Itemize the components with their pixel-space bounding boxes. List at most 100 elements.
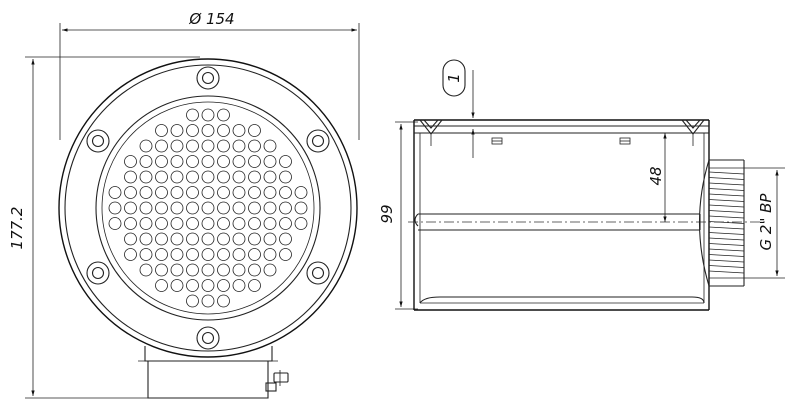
grate-hole [108, 186, 122, 199]
grate-hole [186, 170, 199, 184]
grate-hole [217, 108, 230, 122]
grate-hole [279, 155, 292, 168]
grate-hole [186, 155, 199, 168]
grate-hole [248, 279, 261, 292]
grate-hole [217, 155, 230, 168]
grate-hole [139, 201, 153, 215]
grate-hole [170, 186, 184, 199]
grate-hole [248, 201, 261, 215]
grate-hole [139, 186, 153, 199]
screws [86, 66, 330, 350]
grate-hole [263, 170, 277, 184]
grate-hole [186, 248, 199, 261]
grate-hole [248, 232, 261, 246]
grate-hole [201, 170, 215, 184]
grate-hole [124, 217, 137, 230]
grate-hole [186, 279, 199, 292]
grate-hole [232, 124, 246, 137]
grate-hole [186, 294, 199, 308]
grate-hole [201, 201, 215, 215]
grate-hole [201, 108, 215, 122]
grate-hole [232, 186, 246, 199]
grate-hole [279, 186, 292, 199]
grate-hole [217, 170, 230, 184]
front-view: Ø 154 177.2 [8, 10, 360, 399]
grate-hole [170, 263, 184, 277]
grate-hole [155, 170, 168, 184]
thread-section [698, 159, 745, 287]
grate-hole [248, 248, 261, 261]
grate-hole [155, 186, 168, 199]
grate-hole [201, 248, 215, 261]
grate-hole [201, 263, 215, 277]
depth-label: 48 [647, 166, 665, 185]
grate-hole [263, 139, 277, 153]
grate-hole [186, 108, 199, 122]
grate-hole [217, 124, 230, 137]
height-label: 177.2 [8, 207, 26, 250]
grate-hole [170, 248, 184, 261]
grate-hole [186, 139, 199, 153]
grate-hole [279, 170, 292, 184]
grate-hole [201, 294, 215, 308]
grate-hole [201, 124, 215, 137]
grate-hole [139, 170, 153, 184]
grate-hole [232, 139, 246, 153]
grate-rim [95, 95, 321, 321]
grate-hole [155, 248, 168, 261]
grate-hole [155, 124, 168, 137]
grate-hole [170, 155, 184, 168]
outer-flange [58, 58, 358, 358]
grate-hole [124, 186, 137, 199]
height-dimension: 177.2 [8, 56, 200, 399]
grate-hole [232, 217, 246, 230]
grate-hole [108, 217, 122, 230]
grate-hole [201, 279, 215, 292]
screw-icon [86, 261, 110, 285]
grate-hole [170, 217, 184, 230]
grate-hole [170, 201, 184, 215]
grate-hole [263, 201, 277, 215]
screw-icon [196, 326, 220, 350]
grate-hole [294, 201, 308, 215]
grate-hole [170, 139, 184, 153]
grate-hole [139, 263, 153, 277]
grate-hole [170, 279, 184, 292]
grate-hole [124, 155, 137, 168]
grate-hole [139, 155, 153, 168]
grate-hole [279, 217, 292, 230]
grate-hole [279, 232, 292, 246]
grate-hole [248, 217, 261, 230]
grate-hole [263, 248, 277, 261]
grate-hole [279, 201, 292, 215]
inner-flange-ring [64, 64, 352, 352]
grate-hole [201, 232, 215, 246]
grate-hole [186, 263, 199, 277]
grate-hole [186, 186, 199, 199]
side-view: 99 [378, 59, 785, 311]
grate-hole [248, 124, 261, 137]
grate-hole [217, 263, 230, 277]
grate-hole [248, 155, 261, 168]
grate-inner-rim [101, 101, 315, 315]
grate-hole [170, 124, 184, 137]
grate-hole [217, 139, 230, 153]
grate-hole [232, 279, 246, 292]
grate-hole [186, 217, 199, 230]
screw-icon [86, 129, 110, 153]
grate-hole [108, 201, 122, 215]
grate-hole [217, 186, 230, 199]
top-clamps [419, 119, 705, 146]
grate-hole [232, 170, 246, 184]
grate-hole [139, 139, 153, 153]
side-height-dimension: 99 [378, 121, 418, 310]
side-height-label: 99 [378, 204, 396, 223]
grate-hole [217, 201, 230, 215]
depth-dimension: 48 [647, 133, 667, 222]
grate-hole [248, 186, 261, 199]
grate-hole [217, 279, 230, 292]
grate-hole [201, 217, 215, 230]
grate-hole [139, 248, 153, 261]
thread-label: G 2" ВР [757, 193, 775, 251]
